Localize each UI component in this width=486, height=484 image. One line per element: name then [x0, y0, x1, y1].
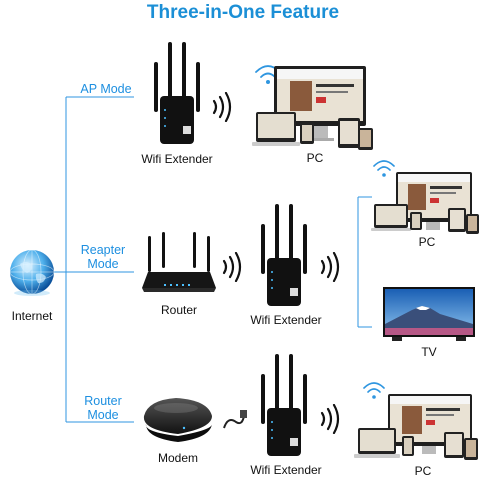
wifi-waves-icon: [320, 252, 340, 282]
repeater-mode-line1: Reapter: [80, 243, 126, 257]
wifi-waves-icon: [212, 92, 232, 122]
repeater-pc-label: PC: [418, 235, 436, 249]
page-title: Three-in-One Feature: [146, 2, 340, 23]
ap-mode-label: AP Mode: [80, 82, 132, 96]
wifi-waves-icon: [222, 252, 242, 282]
wifi-extender-repeater: [261, 204, 307, 306]
router-modem-label: Modem: [157, 451, 198, 465]
repeater-mode-line2: Mode: [87, 257, 119, 271]
repeater-mode-label: Reapter Mode: [74, 243, 132, 271]
router-pc-label: PC: [414, 464, 432, 478]
pc-devices-router: [354, 382, 478, 460]
router-mode-line1: Router: [84, 394, 122, 408]
pc-devices-ap: [252, 65, 373, 150]
repeater-extender-label: Wifi Extender: [250, 313, 322, 327]
wifi-waves-icon: [320, 404, 340, 434]
repeater-router-label: Router: [160, 303, 198, 317]
router-mode-line2: Mode: [87, 408, 119, 422]
router-mode-label: Router Mode: [74, 394, 132, 422]
router-extender-label: Wifi Extender: [250, 463, 322, 477]
ap-extender-label: Wifi Extender: [141, 152, 213, 166]
internet-label: Internet: [11, 309, 53, 323]
wifi-extender-ap: [154, 42, 200, 144]
router-device: [142, 232, 216, 292]
tv-device: [383, 287, 475, 341]
globe-icon: [9, 249, 55, 296]
ap-pc-label: PC: [306, 151, 324, 165]
ethernet-cable-icon: [223, 410, 247, 429]
repeater-tv-label: TV: [421, 345, 437, 359]
pc-devices-repeater: [371, 160, 479, 234]
modem-device: [143, 398, 212, 442]
wifi-extender-router: [261, 354, 307, 456]
